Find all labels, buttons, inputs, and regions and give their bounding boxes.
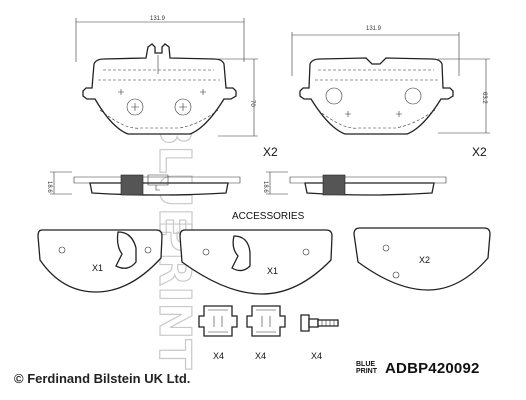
brake-pad-right: 131.9 63.2 xyxy=(291,26,490,135)
clip-outline xyxy=(246,305,286,337)
right-thickness-dimension: 18.6 xyxy=(262,181,268,193)
clip-2 xyxy=(246,305,286,337)
shim-1-quantity: X1 xyxy=(92,263,103,273)
pad-markers xyxy=(118,89,206,111)
bolt xyxy=(300,314,339,332)
pad-friction-outline xyxy=(315,69,438,129)
shim-hole xyxy=(58,246,66,254)
shim-hole xyxy=(382,244,390,252)
left-height-dimension: 70 xyxy=(249,100,255,107)
shim-outline xyxy=(353,227,491,291)
pad-backing-plate xyxy=(289,176,447,184)
bolt-head xyxy=(300,314,310,332)
left-thickness-dimension: 18.6 xyxy=(46,181,52,193)
pad-backing-plate xyxy=(73,176,241,184)
bolt-thread xyxy=(321,320,335,326)
bolt-collar xyxy=(308,318,319,328)
clip-detail xyxy=(208,309,228,333)
pad-markers xyxy=(345,111,402,117)
clip-detail xyxy=(256,309,276,333)
logo-line-1: BLUE xyxy=(356,361,376,368)
shim-cutout xyxy=(115,231,137,269)
copyright-notice: © Ferdinand Bilstein UK Ltd. xyxy=(14,371,191,386)
pad-hole xyxy=(174,98,192,116)
clip-outline xyxy=(198,305,238,337)
shim-hole xyxy=(302,248,310,256)
pad-outline xyxy=(82,43,237,135)
bolt-quantity: X4 xyxy=(311,351,322,361)
shim-hole xyxy=(202,248,210,256)
left-width-dimension: 131.9 xyxy=(150,16,166,22)
part-number: ADBP420092 xyxy=(385,359,480,377)
pad-hole xyxy=(126,98,144,116)
part-number-block: BLUE PRINT ADBP420092 xyxy=(356,356,480,380)
shim-3 xyxy=(353,227,491,291)
clip-2-quantity: X4 xyxy=(255,351,266,361)
shim-hole xyxy=(144,246,152,254)
blue-print-logo: BLUE PRINT xyxy=(356,356,380,380)
logo-line-2: PRINT xyxy=(356,368,377,375)
right-height-dimension: 63.2 xyxy=(481,92,487,104)
pad-right-quantity: X2 xyxy=(472,145,487,159)
clip-1-quantity: X4 xyxy=(213,351,224,361)
pad-shim-section xyxy=(120,174,144,196)
pad-outline xyxy=(299,57,454,135)
shim-2 xyxy=(179,229,333,295)
pad-friction-outline xyxy=(98,69,220,129)
shim-outline xyxy=(179,229,333,295)
pad-shim-section xyxy=(322,174,346,196)
pad-left-quantity: X2 xyxy=(263,145,278,159)
pad-side-view-left: 18.6 xyxy=(46,171,241,196)
shim-cutout xyxy=(231,235,251,272)
brake-pad-left: 131.9 70 xyxy=(75,16,258,137)
clip-1 xyxy=(198,305,238,337)
shim-2-quantity: X1 xyxy=(267,266,278,276)
pad-hole xyxy=(404,87,422,105)
pad-clip-section xyxy=(147,174,169,191)
shim-3-quantity: X2 xyxy=(419,255,430,265)
shim-hole xyxy=(392,271,400,279)
pad-side-view-right: 18.6 xyxy=(262,171,447,196)
bolt-shaft xyxy=(317,319,339,327)
shim-1 xyxy=(37,229,163,293)
right-width-dimension: 131.9 xyxy=(366,26,382,32)
pad-hole xyxy=(325,87,343,105)
accessories-heading: ACCESSORIES xyxy=(232,211,305,222)
shim-outline xyxy=(37,229,163,293)
